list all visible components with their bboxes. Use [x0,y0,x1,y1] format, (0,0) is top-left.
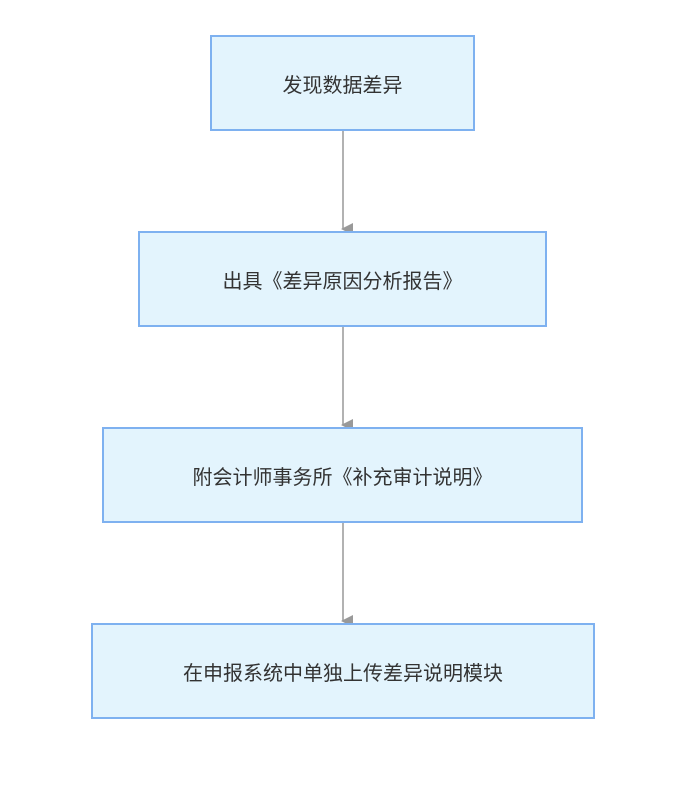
flow-node-label: 发现数据差异 [282,72,403,97]
flow-node-upload-difference-module: 在申报系统中单独上传差异说明模块 [91,623,595,719]
flow-node-issue-difference-report: 出具《差异原因分析报告》 [138,231,547,327]
flow-node-label: 出具《差异原因分析报告》 [222,268,463,293]
flow-node-label: 附会计师事务所《补充审计说明》 [192,464,493,489]
flow-node-attach-audit-statement: 附会计师事务所《补充审计说明》 [102,427,583,523]
flow-node-discover-data-difference: 发现数据差异 [210,35,475,131]
flow-node-label: 在申报系统中单独上传差异说明模块 [183,660,503,685]
